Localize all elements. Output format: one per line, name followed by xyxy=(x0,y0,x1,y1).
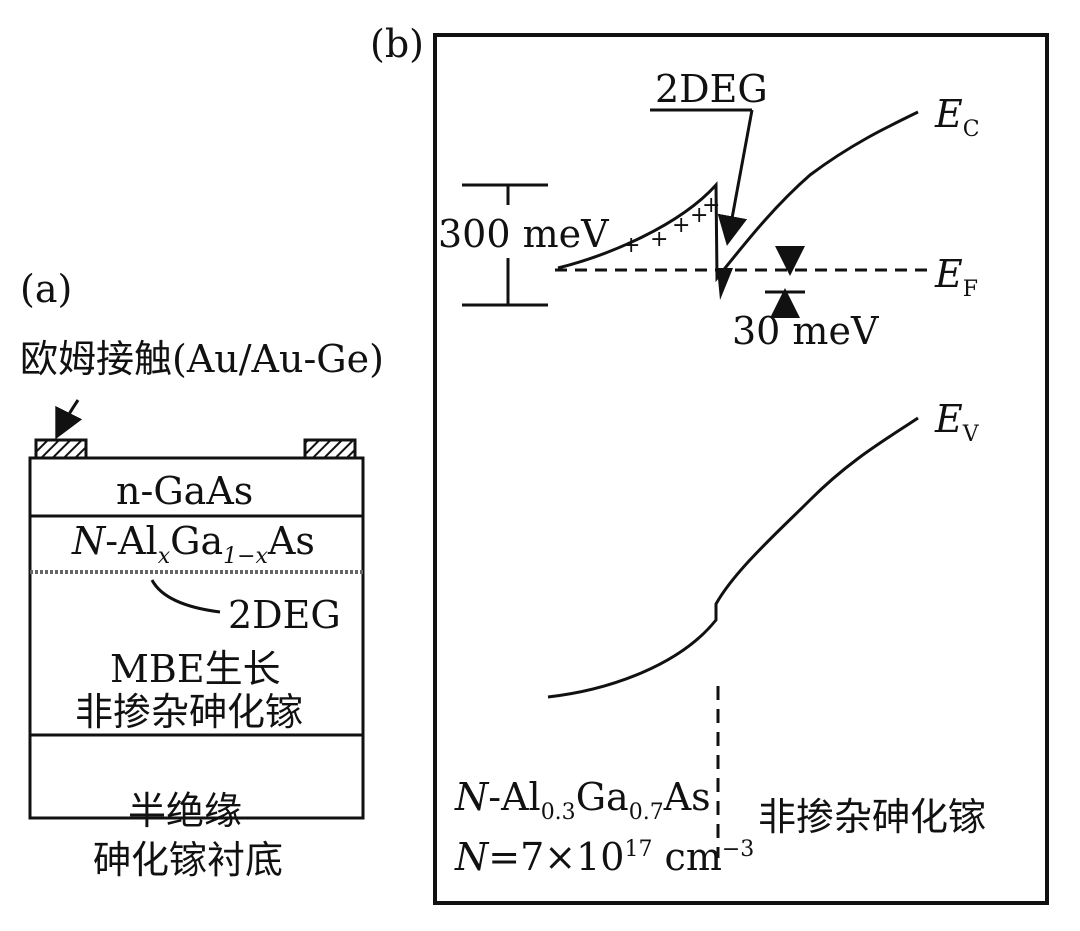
barrier-height-label: 300 meV xyxy=(438,212,609,256)
panel-a-label: (a) xyxy=(20,267,73,311)
panel-b-frame xyxy=(433,33,1049,905)
panel-b-label: (b) xyxy=(370,22,424,66)
2deg-pointer-line xyxy=(150,579,221,614)
device-stack xyxy=(28,438,365,820)
ohmic-contact-left xyxy=(34,438,88,460)
svg-text:+: + xyxy=(622,233,640,258)
substrate-line1: 半绝缘 xyxy=(128,789,243,833)
panel-b-2deg-label: 2DEG xyxy=(655,67,768,111)
mbe-layer-line2: 非掺杂砷化镓 xyxy=(75,690,304,734)
left-region-doping: N=7×1017 cm−3 xyxy=(455,835,755,879)
valence-band-curve xyxy=(547,416,919,699)
layer-ngaas-label: n-GaAs xyxy=(116,469,254,513)
device-outline xyxy=(28,456,365,820)
svg-text:+: + xyxy=(702,193,720,218)
svg-text:+: + xyxy=(650,227,668,252)
ev-label: EV xyxy=(935,397,979,447)
ef-label: EF xyxy=(935,252,979,302)
ohmic-contact-right xyxy=(303,438,357,460)
2deg-arrow xyxy=(717,109,754,246)
svg-text:+: + xyxy=(672,213,690,238)
layer-algaas-label: N-AlxGa1−xAs xyxy=(72,519,315,569)
ohmic-contact-label: 欧姆接触(Au/Au-Ge) xyxy=(20,337,384,381)
well-depth-marker xyxy=(765,246,805,318)
ec-label: EC xyxy=(935,92,980,142)
ionized-donors: + + + + + xyxy=(622,193,720,258)
right-region-label: 非掺杂砷化镓 xyxy=(758,795,987,839)
conduction-band-curve xyxy=(557,110,919,283)
2deg-well-fill xyxy=(717,268,733,300)
mbe-layer-line1: MBE生长 xyxy=(110,647,281,691)
substrate-line2: 砷化镓衬底 xyxy=(93,838,284,882)
svg-text:+: + xyxy=(690,203,708,228)
contact-pointer-arrow xyxy=(55,399,83,440)
well-depth-label: 30 meV xyxy=(732,309,879,353)
barrier-height-marker xyxy=(462,183,548,307)
panel-a-2deg-label: 2DEG xyxy=(228,593,341,637)
left-region-composition: N-Al0.3Ga0.7As xyxy=(455,775,711,825)
